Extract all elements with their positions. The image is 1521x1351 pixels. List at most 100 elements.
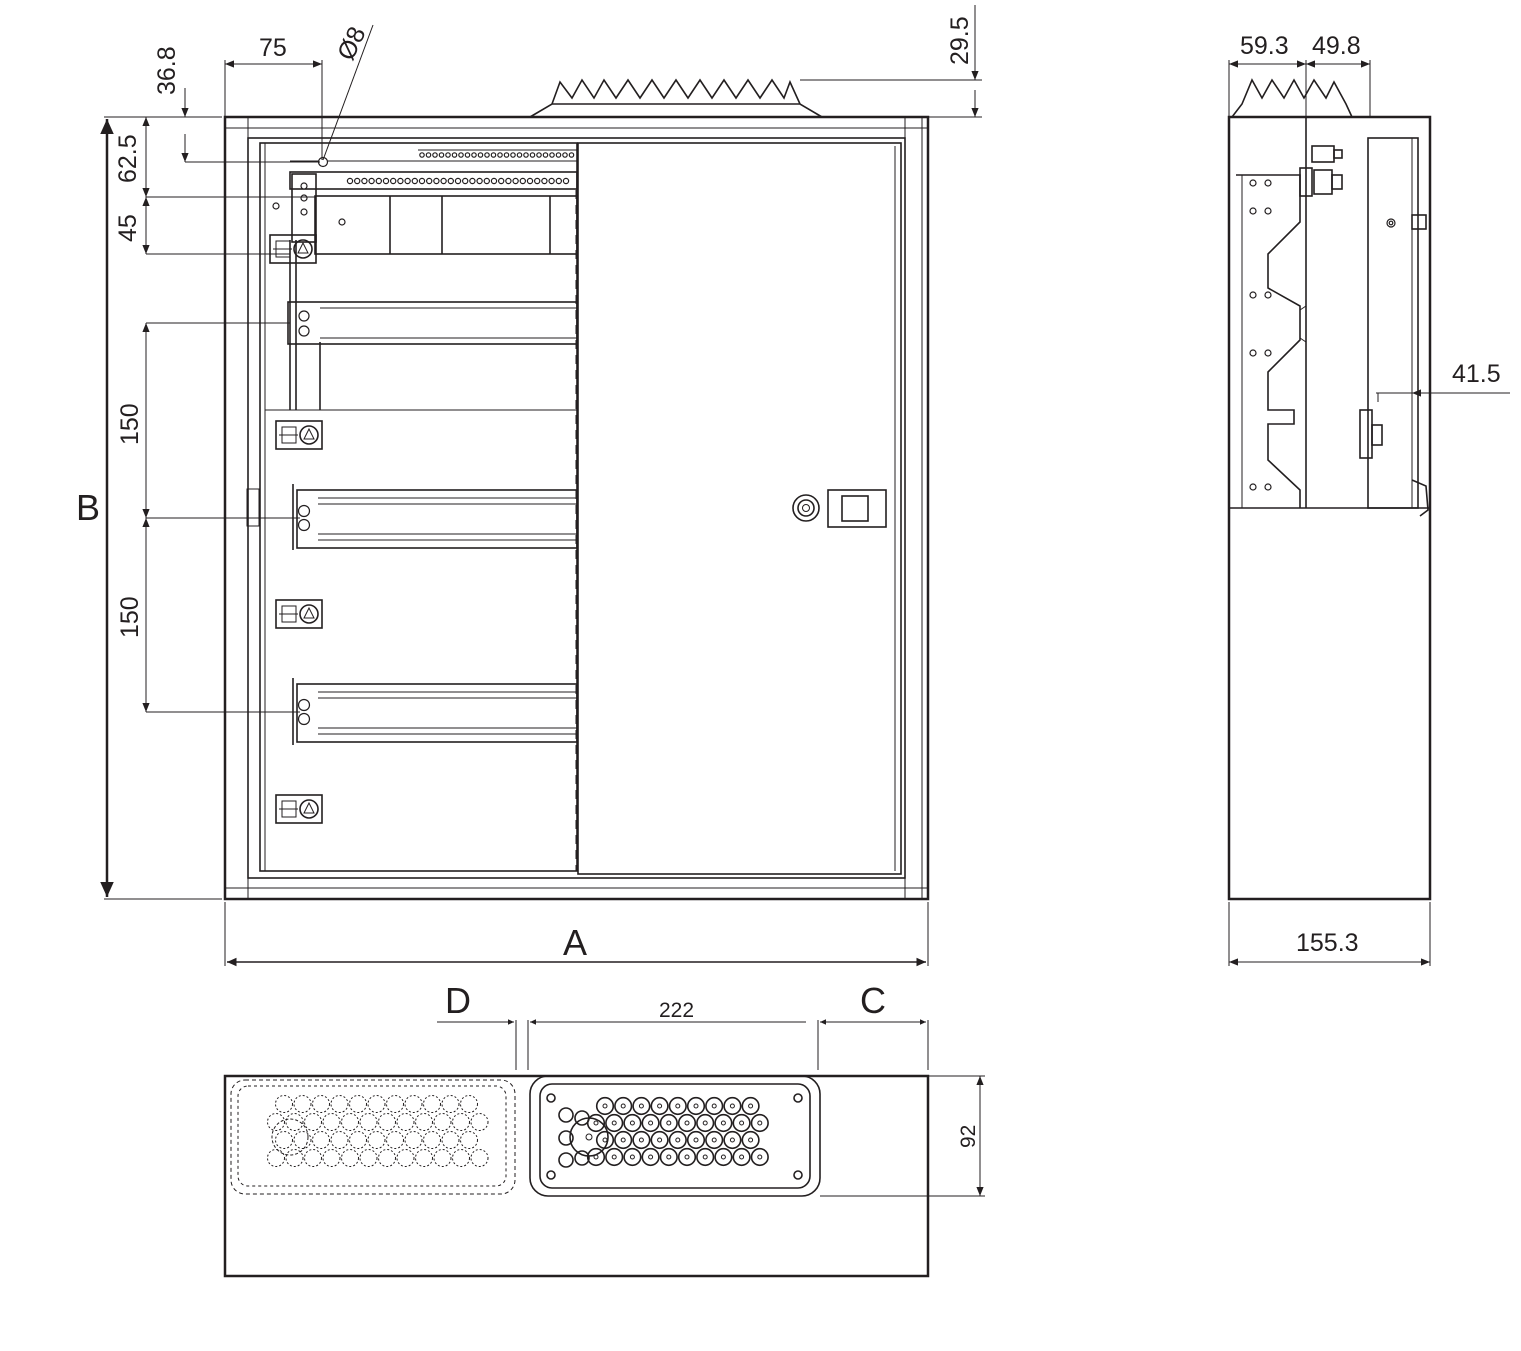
cable-entry [650,1130,669,1150]
terminal-hole [548,177,555,185]
front-view: 36.8 75 Ø8 29.5 62.5 45 150 150 [76,5,982,967]
cable-entry [723,1096,742,1116]
dim-gland-width: 222 [659,999,694,1022]
terminal-hole [555,177,563,185]
latch-clamp [275,420,323,450]
cable-entry [659,1147,678,1167]
cable-entry-center [638,1137,644,1143]
terminal-hole [375,177,382,185]
cable-entry-center [720,1154,726,1160]
cable-entry-center [611,1154,617,1160]
terminal-hole [519,177,527,185]
cable-entry-center [593,1120,599,1126]
terminal-hole [512,177,519,185]
terminal-hole [526,177,534,185]
dim-rail-spacing-1: 150 [116,403,144,445]
mounting-hole [1264,349,1272,357]
terminal-hole [432,152,438,158]
dim-height: B [76,487,100,528]
bottom-enclosure-outline [223,1074,930,1278]
cable-entry [605,1113,624,1133]
gland-screw [793,1093,803,1103]
terminal-hole [419,152,425,158]
terminal-hole [476,177,483,185]
front-door [577,142,902,875]
mounting-hole [1264,291,1272,299]
cable-entry [723,1130,742,1150]
cable-entry [632,1130,651,1150]
dim-door-depth: 41.5 [1452,360,1501,388]
terminal-hole [438,152,445,158]
terminal-hole [516,152,523,158]
cable-entry-center [666,1120,672,1126]
cable-entry [714,1113,733,1133]
terminal-hole [497,152,503,158]
terminal-hole [361,177,368,185]
terminal-hole [498,177,505,185]
cable-entry [686,1096,706,1116]
left-cable-gland [267,1095,489,1167]
mounting-hole [1264,179,1272,187]
mounting-hole [1249,291,1257,299]
cable-entry-center [638,1103,644,1109]
cable-entry-center [757,1120,763,1126]
dim-vent-left: 59.3 [1240,32,1289,60]
terminal-hole [425,152,432,158]
cable-entry-center [684,1154,690,1160]
terminal-hole [477,152,484,158]
terminal-hole [490,177,498,185]
terminal-hole [469,177,476,185]
dim-top-offset: 36.8 [153,46,181,95]
dim-gland-height: 92 [957,1125,980,1148]
cable-entry-center [648,1154,654,1160]
terminal-hole [536,152,542,158]
dim-right-margin: C [860,980,886,1021]
cable-entry [632,1096,651,1116]
terminal-hole [390,177,397,185]
cable-entry-center [611,1120,617,1126]
din-rail-3 [292,678,578,745]
terminal-hole [523,152,529,158]
terminal-hole [562,177,570,185]
cable-entry [750,1113,769,1133]
cable-entry-center [693,1103,699,1109]
cable-entry [714,1147,733,1167]
cable-entry-center [702,1120,708,1126]
dim-vent-right: 49.8 [1312,32,1361,60]
din-rail-2 [292,484,578,550]
terminal-hole [462,177,469,185]
latch-clamp [275,599,323,629]
terminal-hole [549,152,555,158]
cable-entry [668,1096,687,1116]
terminal-hole [490,152,497,158]
terminal-hole [534,177,541,185]
cable-entry-center [666,1154,672,1160]
cable-entry-center [684,1120,690,1126]
terminal-hole [458,152,464,158]
dim-width: A [563,922,587,963]
terminal-hole [483,177,490,185]
latch-clamp [269,234,317,264]
cable-entry [614,1096,633,1116]
gland-screw [793,1170,803,1180]
mounting-hole [1249,207,1257,215]
cable-entry [686,1130,706,1150]
side-view: 59.3 49.8 41.5 155.3 [1227,32,1510,966]
cable-entry-center [620,1103,626,1109]
bottom-view: D 222 C 92 [223,980,985,1278]
terminal-hole [411,177,418,185]
terminal-hole [346,177,354,185]
cable-entry [677,1113,697,1133]
terminal-hole [454,177,462,185]
mounting-hole [1264,207,1272,215]
cable-entry [696,1147,715,1167]
cable-entry-center [748,1103,754,1109]
dim-left-margin: D [445,980,471,1021]
gland-screw [546,1170,556,1180]
dim-depth: 155.3 [1296,929,1359,957]
dim-hole-offset: 75 [259,34,287,62]
terminal-hole [440,177,447,185]
cable-entry [677,1147,697,1167]
terminal-hole [562,152,568,158]
